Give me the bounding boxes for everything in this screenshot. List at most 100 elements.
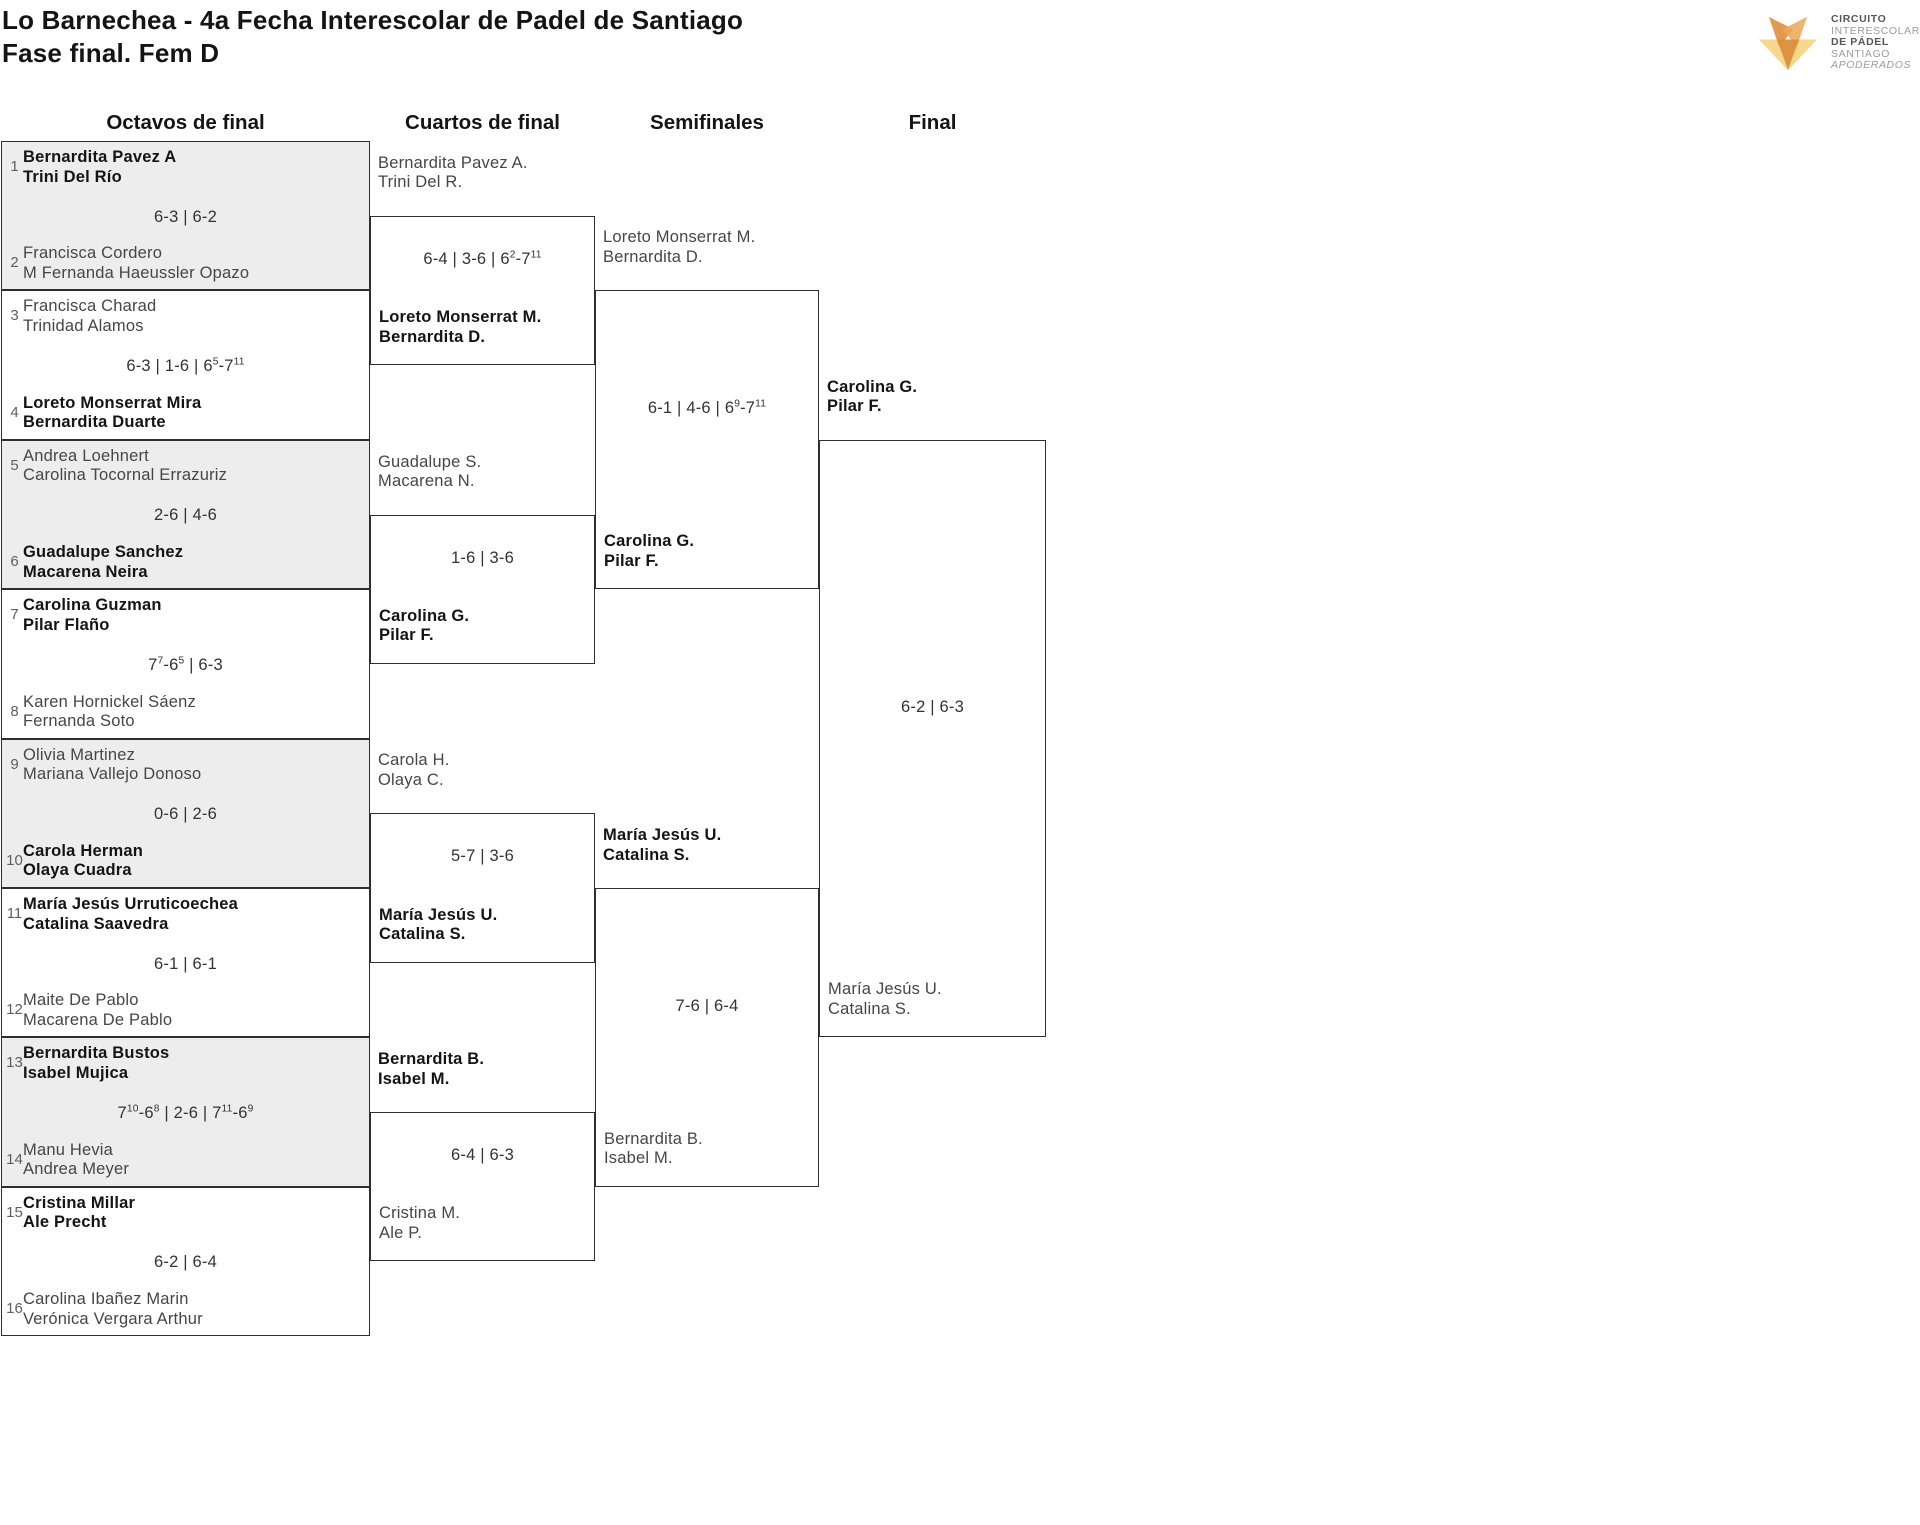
team-name-line: Isabel M.: [604, 1149, 673, 1168]
match-score: 6-1 | 4-6 | 69-711: [647, 398, 767, 418]
team-name-line: María Jesús U.: [603, 826, 722, 844]
logo: CIRCUITO INTERESCOLAR DE PÁDEL SANTIAGO …: [1757, 13, 1920, 72]
team-name-line: Isabel Mujica: [23, 1063, 129, 1082]
logo-line: APODERADOS: [1831, 59, 1912, 72]
match-score: 6-3 | 1-6 | 65-711: [126, 356, 245, 376]
bracket: Octavos de final Cuartos de final Semifina…: [1, 111, 1046, 1337]
round-header: Final: [908, 111, 957, 134]
logo-line: INTERESCOLAR: [1831, 24, 1920, 37]
team-name-line: Carolina Tocornal Errazuriz: [23, 466, 228, 485]
team-name-line: Carola Herman: [23, 841, 143, 860]
team-names: Loreto Monserrat M.Bernardita D.: [379, 308, 586, 347]
team-name-line: Guadalupe Sanchez: [23, 543, 184, 562]
team-name-line: Bernardita Pavez A: [23, 148, 177, 166]
match-score: 6-2 | 6-4: [154, 1253, 217, 1272]
team-names: Bernardita B.Isabel M.: [378, 1050, 587, 1089]
match-score: 2-6 | 4-6: [154, 506, 217, 525]
team-name-line: Cristina Millar: [23, 1193, 136, 1212]
team-name-line: Maite De Pablo: [23, 991, 139, 1010]
seed-number: 8: [10, 702, 19, 720]
match-score: 7-6 | 6-4: [675, 996, 739, 1015]
match-score: 710-68 | 2-6 | 711-69: [117, 1103, 254, 1123]
round-header: Semifinales: [650, 111, 764, 134]
team-name-line: Trini Del R.: [378, 173, 463, 192]
team-name-line: M Fernanda Haeussler Opazo: [23, 263, 250, 282]
seed-number: 5: [10, 456, 19, 474]
team-name-line: Pilar F.: [827, 397, 882, 416]
team-name-line: Loreto Monserrat M.: [603, 228, 756, 247]
seed-number: 6: [10, 553, 19, 571]
team-names: Bernardita Pavez A.Trini Del R.: [378, 154, 587, 193]
team-name-line: Ale Precht: [23, 1213, 107, 1232]
seed-number: 11: [6, 905, 23, 922]
team-name-line: Olaya Cuadra: [23, 861, 132, 880]
team-name-line: Trini Del Río: [23, 167, 122, 186]
team-name-line: Cristina M.: [379, 1204, 461, 1223]
team-name-line: Loreto Monserrat M.: [379, 308, 542, 327]
match-score: 6-3 | 6-2: [154, 207, 217, 226]
team-name-line: Macarena N.: [378, 472, 475, 490]
match-score: 6-4 | 3-6 | 62-711: [423, 249, 542, 268]
seed-number: 10: [6, 851, 23, 869]
seed-number: 9: [10, 755, 19, 773]
team-name-line: Macarena De Pablo: [23, 1010, 173, 1029]
team-names: Cristina M.Ale P.: [379, 1204, 586, 1243]
title-line2: Fase final. Fem D: [2, 38, 220, 68]
seed-number: 7: [10, 606, 19, 624]
logo-line: CIRCUITO: [1831, 13, 1887, 25]
team-name-line: Catalina S.: [379, 925, 466, 944]
team-names: Guadalupe S.Macarena N.: [378, 453, 587, 492]
team-name-line: Bernardita Duarte: [23, 413, 166, 432]
match-score: 6-4 | 6-3: [451, 1146, 514, 1165]
team-names: Carolina G.Pilar F.: [827, 378, 1038, 417]
team-names: María Jesús U.Catalina S.: [828, 980, 1037, 1019]
match-score: 5-7 | 3-6: [451, 847, 514, 866]
team-name-line: Bernardita B.: [604, 1129, 703, 1148]
team-name-line: Pilar F.: [379, 626, 434, 645]
seed-number: 3: [10, 307, 19, 325]
team-name-line: Loreto Monserrat Mira: [23, 393, 202, 412]
team-name-line: Francisca Charad: [23, 297, 157, 316]
seed-number: 12: [6, 1001, 23, 1019]
round-header: Cuartos de final: [405, 111, 560, 134]
team-names: Carolina G.Pilar F.: [379, 607, 586, 646]
team-name-line: Isabel M.: [378, 1069, 450, 1088]
team-name-line: María Jesús Urruticoechea: [23, 895, 239, 913]
team-name-line: Olaya C.: [378, 770, 444, 789]
logo-text: CIRCUITO INTERESCOLAR DE PÁDEL SANTIAGO …: [1831, 13, 1920, 72]
team-name-line: Catalina S.: [828, 999, 911, 1018]
team-name-line: Guadalupe S.: [378, 452, 482, 471]
team-name-line: Andrea Meyer: [23, 1160, 130, 1179]
round-header: Octavos de final: [106, 111, 265, 134]
team-name-line: Manu Hevia: [23, 1140, 114, 1159]
match-score: 77-65 | 6-3: [148, 655, 223, 674]
team-name-line: María Jesús U.: [379, 905, 498, 924]
seed-number: 13: [6, 1054, 23, 1072]
team-name-line: Pilar F.: [604, 551, 659, 570]
team-name-line: Bernardita D.: [379, 327, 486, 346]
seed-number: 16: [6, 1300, 23, 1318]
logo-line: DE PÁDEL: [1831, 36, 1889, 49]
team-name-line: Bernardita D.: [603, 247, 703, 266]
team-names: Carola H.Olaya C.: [378, 751, 587, 790]
team-name-line: Fernanda Soto: [23, 712, 135, 731]
team-name-line: Andrea Loehnert: [23, 446, 149, 465]
